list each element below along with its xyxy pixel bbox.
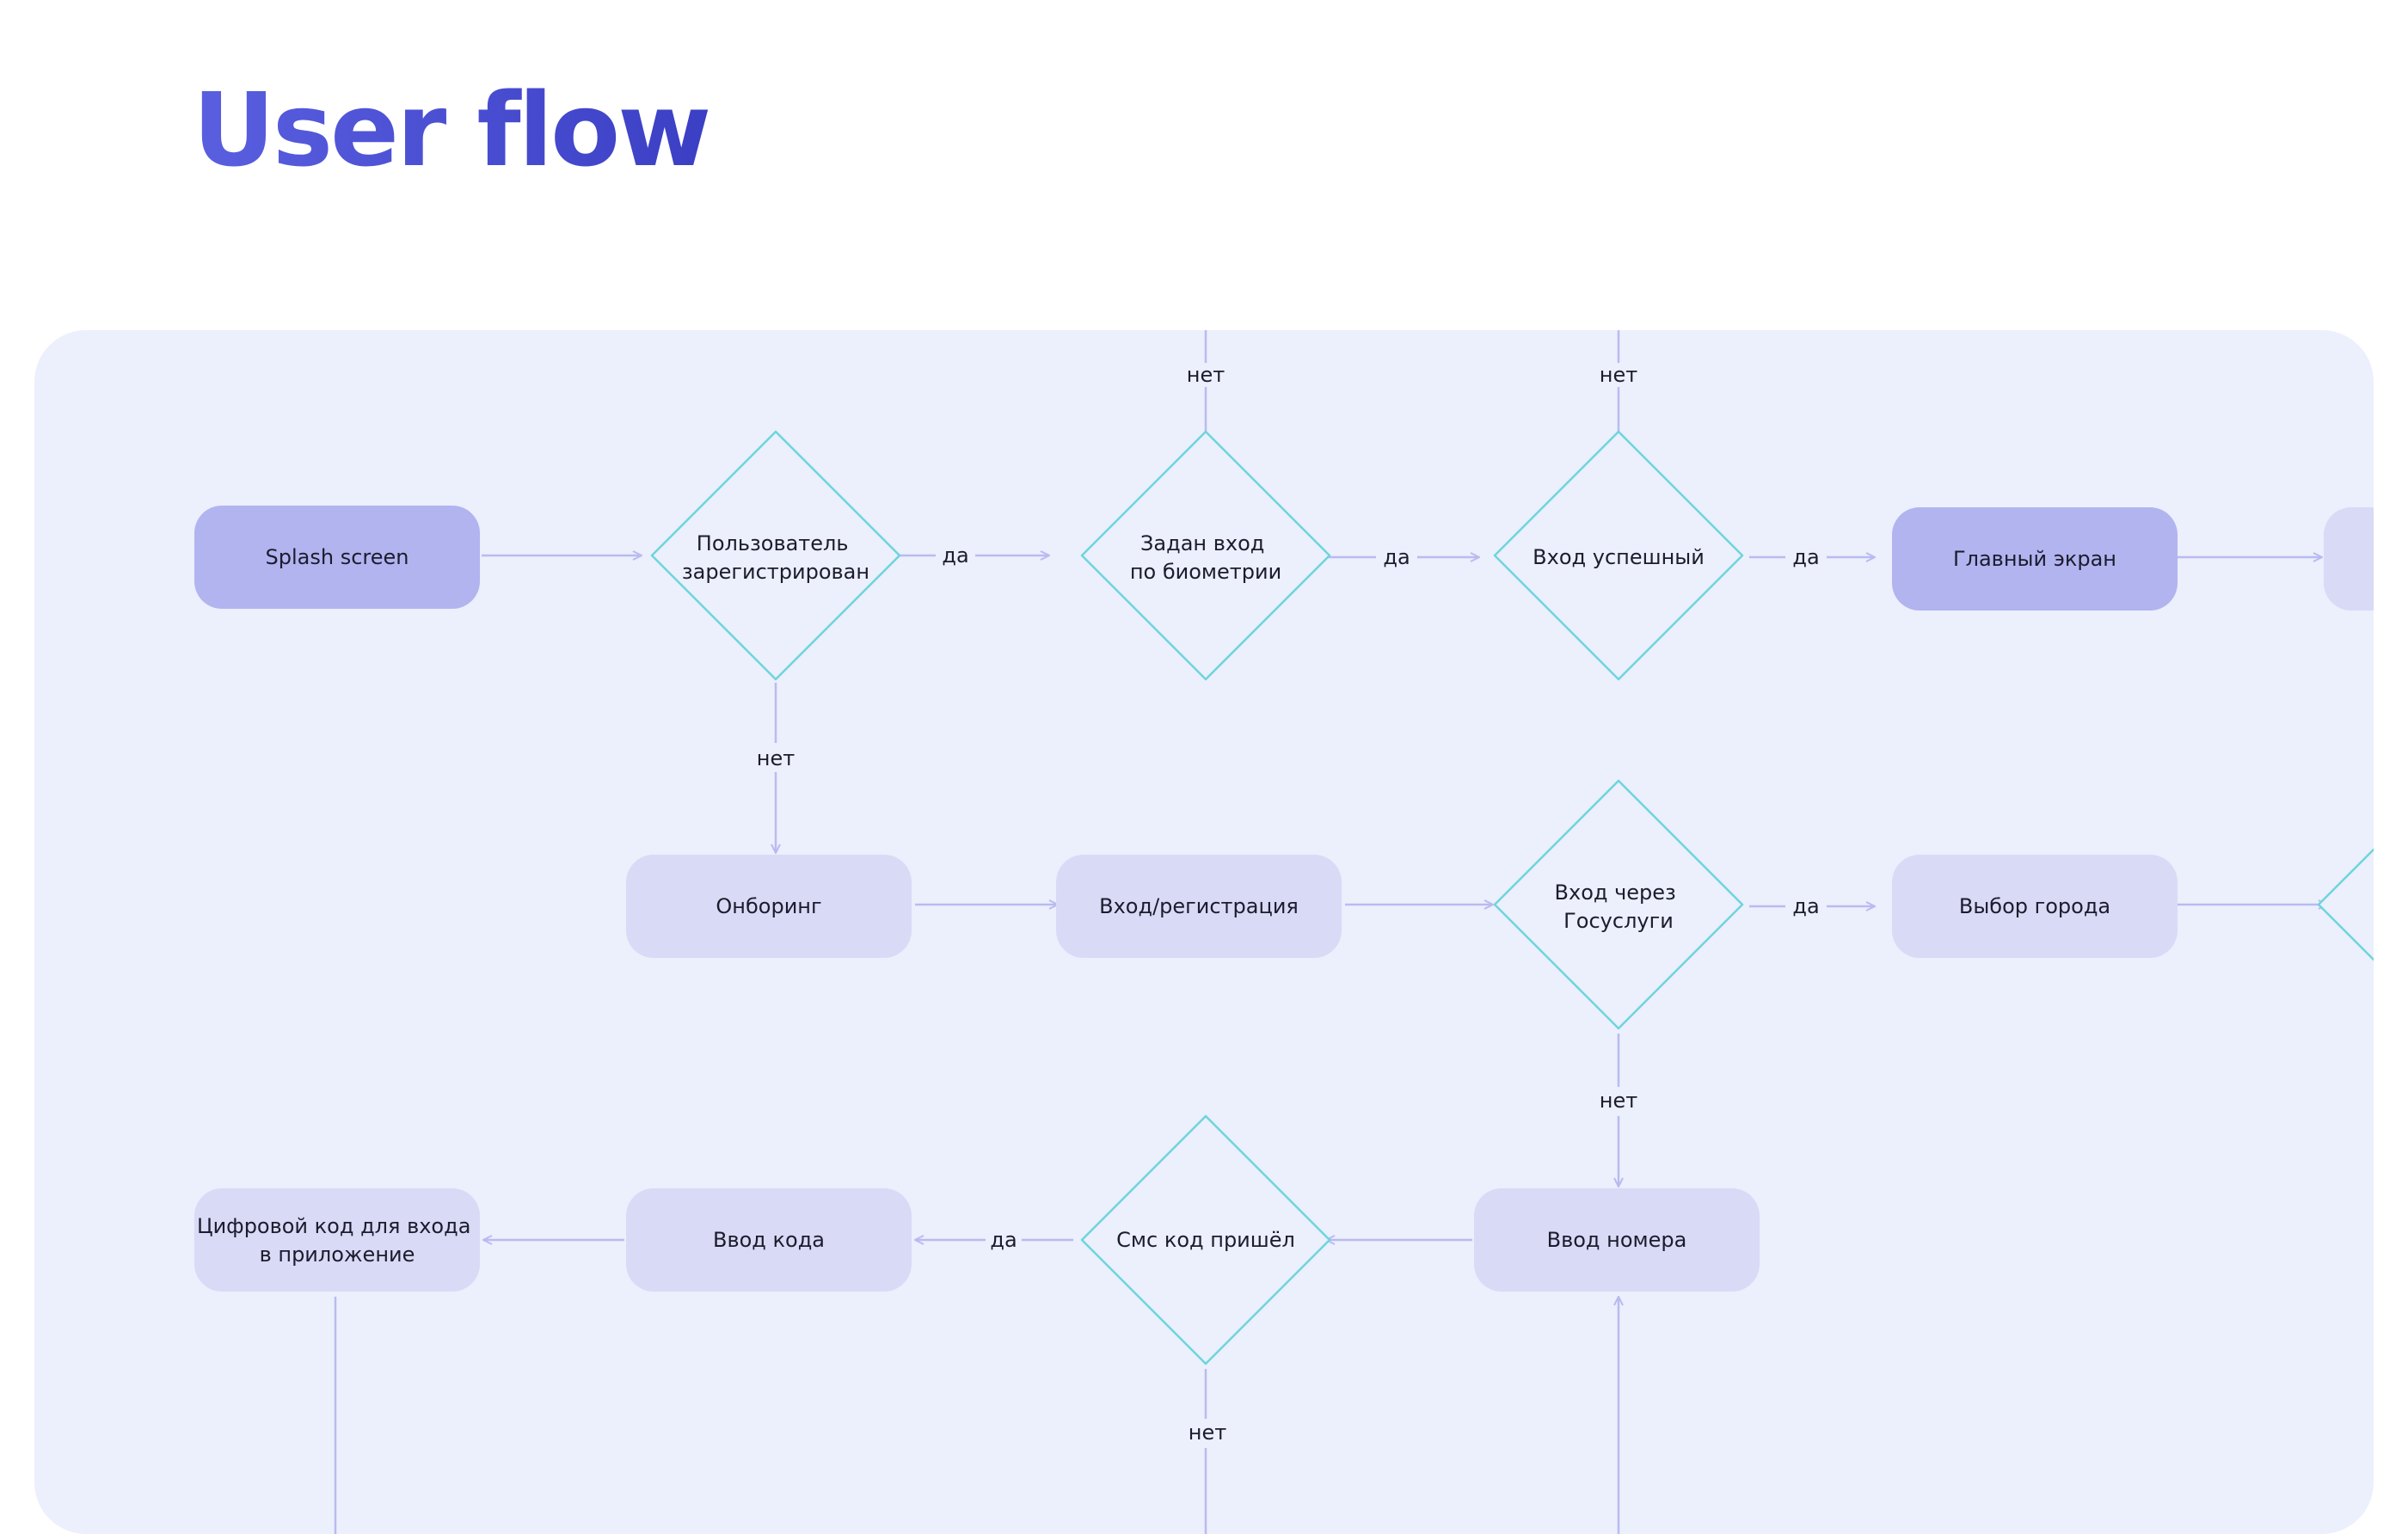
node-enter-number: Ввод номера — [1474, 1188, 1760, 1292]
node-login-register: Вход/регистрация — [1056, 855, 1342, 958]
node-splash-screen: Splash screen — [194, 506, 480, 609]
edge-label-sms-no: нет — [1189, 1420, 1226, 1445]
edge-label-registered-no: нет — [757, 746, 795, 770]
node-enter-number-label: Ввод номера — [1547, 1228, 1687, 1252]
node-enter-code: Ввод кода — [626, 1188, 912, 1292]
decision-next-cutoff — [2317, 848, 2374, 961]
node-city-select: Выбор города — [1892, 855, 2178, 958]
node-city-select-label: Выбор города — [1959, 894, 2110, 918]
decision-biometrics: Задан вход по биометрии — [1080, 430, 1331, 681]
user-flow-diagram: нет нет да да да нет да нет да нет Splas… — [194, 330, 2374, 1534]
edge-label-sms-yes: да — [990, 1228, 1017, 1252]
node-splash-screen-label: Splash screen — [266, 545, 409, 569]
decision-sms-received: Смс код пришёл — [1080, 1114, 1331, 1365]
decision-gosuslugi-line-1: Вход через — [1555, 881, 1676, 905]
node-digital-code: Цифровой код для входа в приложение — [194, 1188, 480, 1292]
node-main-screen-label: Главный экран — [1953, 547, 2116, 571]
decision-login-success: Вход успешный — [1493, 430, 1744, 681]
node-enter-code-label: Ввод кода — [713, 1228, 825, 1252]
node-main-screen: Главный экран — [1892, 507, 2178, 611]
edge-label-success-yes: да — [1792, 545, 1819, 569]
svg-text:Задан вход по биомет: Задан вход по биометрии — [1130, 531, 1281, 584]
decision-login-success-label: Вход успешный — [1533, 545, 1705, 569]
decision-registered-line-2: зарегистрирован — [682, 560, 869, 584]
decision-biometrics-line-1: Задан вход — [1140, 531, 1264, 555]
page-title: User flow — [193, 71, 711, 189]
node-next-cutoff — [2324, 507, 2374, 611]
node-login-register-label: Вход/регистрация — [1099, 894, 1299, 918]
svg-text:Вход через Госуслуги: Вход через Госуслуги — [1555, 881, 1683, 933]
decision-gosuslugi: Вход через Госуслуги — [1493, 779, 1744, 1030]
svg-text:Цифровой код для входа: Цифровой код для входа в приложение — [197, 1214, 477, 1267]
flow-panel: нет нет да да да нет да нет да нет Splas… — [34, 330, 2374, 1534]
edge-label-biometrics-no: нет — [1187, 363, 1225, 387]
decision-sms-received-label: Смс код пришёл — [1116, 1228, 1295, 1252]
edge-label-gosuslugi-yes: да — [1792, 894, 1819, 918]
node-onboarding: Онборинг — [626, 855, 912, 958]
decision-registered: Пользователь зарегистрирован — [650, 430, 901, 681]
decision-registered-line-1: Пользователь — [697, 531, 849, 555]
edge-label-registered-yes: да — [942, 543, 968, 568]
edge-label-biometrics-yes: да — [1383, 545, 1410, 569]
edge-label-gosuslugi-no: нет — [1600, 1089, 1637, 1113]
decision-biometrics-line-2: по биометрии — [1130, 560, 1281, 584]
edge-label-success-no: нет — [1600, 363, 1637, 387]
node-onboarding-label: Онборинг — [716, 894, 821, 918]
decision-gosuslugi-line-2: Госуслуги — [1563, 909, 1674, 933]
node-digital-code-line-1: Цифровой код для входа — [197, 1214, 470, 1238]
svg-text:Пользователь зарегис: Пользователь зарегистрирован — [682, 531, 869, 584]
node-digital-code-line-2: в приложение — [260, 1243, 415, 1267]
